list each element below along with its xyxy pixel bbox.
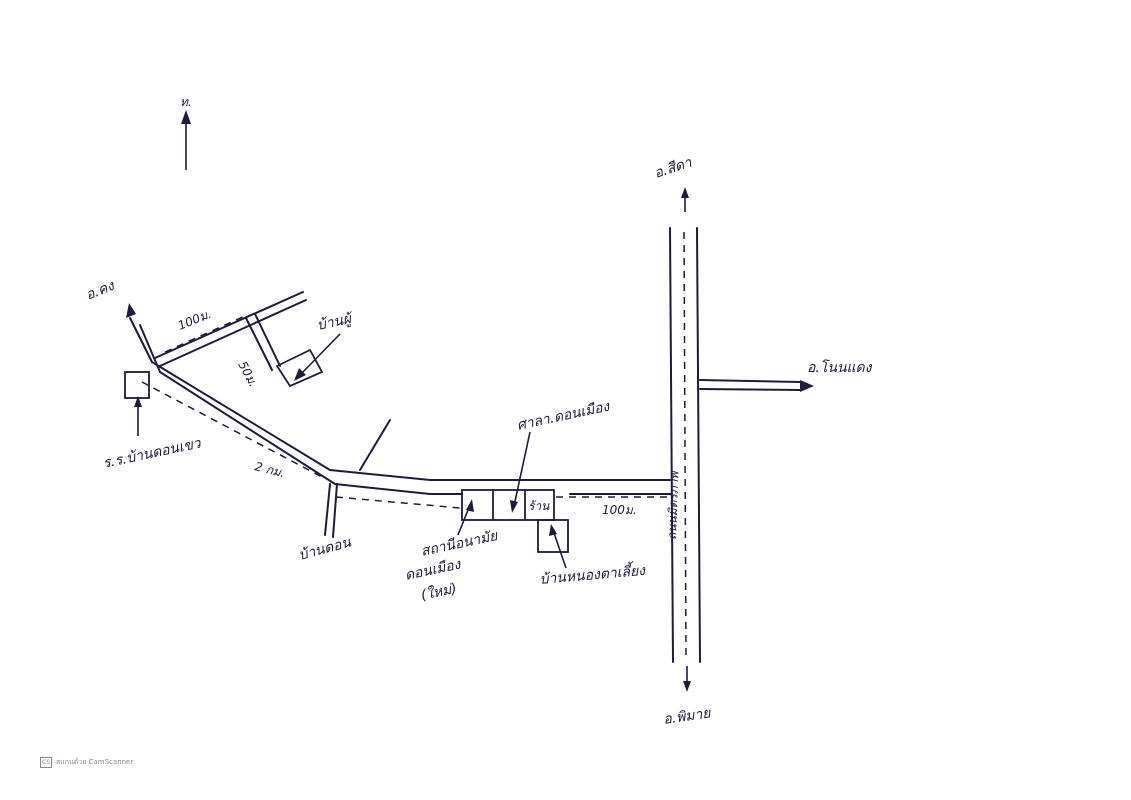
hall-building: [537, 519, 569, 553]
label-house: บ้านผู้: [316, 310, 356, 333]
label-to-topleft: อ.คง: [84, 278, 118, 304]
label-dist-50m: 50ม.: [235, 359, 260, 389]
arrow-northwest-icon: [126, 303, 136, 318]
upper-side-road: [154, 291, 307, 371]
label-to-bottom: อ.พิมาย: [662, 705, 712, 728]
arrow-down-icon: [683, 681, 691, 692]
label-crossroad: บ้านดอน: [297, 534, 353, 563]
label-temple-bottom-2: ดอนเมือง: [404, 556, 464, 584]
main-highway: [669, 187, 701, 692]
crossroad-branches: [324, 419, 391, 538]
temple-building: [461, 489, 555, 521]
label-temple-bottom-3: (ใหม่): [419, 580, 458, 604]
arrow-right-icon: [800, 380, 814, 392]
school-building: [124, 371, 150, 399]
watermark-text: สแกนด้วย CamScanner: [56, 758, 134, 766]
village-road: [141, 361, 673, 509]
label-shop: ร้าน: [528, 499, 550, 513]
house-building: [275, 348, 324, 388]
northwest-road: [126, 303, 161, 373]
east-branch-road: [699, 379, 814, 392]
cs-icon: CS: [40, 757, 52, 768]
label-school: ร.ร.บ้านดอนเขว: [102, 435, 204, 472]
label-to-top: อ.สีดา: [652, 154, 695, 181]
label-temple-top: ศาลา.ดอนเมือง: [516, 398, 612, 433]
label-dist-100m-b: 100ม.: [602, 503, 637, 517]
north-arrow: ท.: [180, 95, 192, 170]
buildings: [124, 348, 569, 553]
north-label: ท.: [180, 95, 192, 109]
label-hall: บ้านหนองตาเลี้ยง: [539, 560, 647, 588]
label-to-right: อ.โนนแดง: [807, 359, 873, 376]
label-main-road: ถนนมิตรภาพ: [665, 470, 681, 540]
label-dist-100m-a: 100ม.: [176, 307, 213, 333]
pointer-arrows: [134, 333, 567, 569]
arrow-up-icon: [681, 187, 689, 198]
map-labels: อ.สีดา อ.โนนแดง อ.พิมาย อ.คง บ้านผู้ ร.ร…: [84, 154, 873, 728]
label-dist-2km: 2 กม.: [253, 459, 286, 480]
scanner-watermark: CS สแกนด้วย CamScanner: [40, 757, 133, 768]
